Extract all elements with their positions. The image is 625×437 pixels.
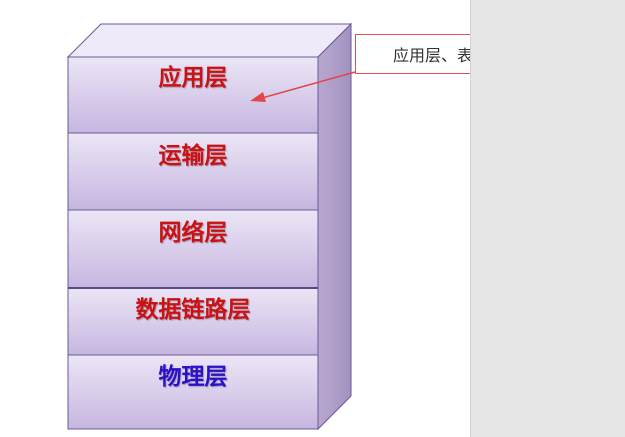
layer-block-physical — [67, 354, 319, 430]
layer-block-network — [67, 209, 319, 289]
layer-label-transport: 运输层 — [158, 142, 228, 169]
layer-block-transport — [67, 132, 319, 211]
layer-label-physical: 物理层 — [158, 363, 228, 390]
stack-top-face — [66, 23, 353, 58]
layer-label-data-link: 数据链路层 — [135, 296, 251, 323]
osi-layer-stack — [66, 22, 353, 431]
stack-side-face — [317, 22, 352, 431]
side-panel — [470, 0, 625, 437]
layer-label-application: 应用层 — [158, 64, 228, 91]
layer-label-network: 网络层 — [158, 219, 228, 246]
layer-block-data-link — [67, 287, 319, 356]
